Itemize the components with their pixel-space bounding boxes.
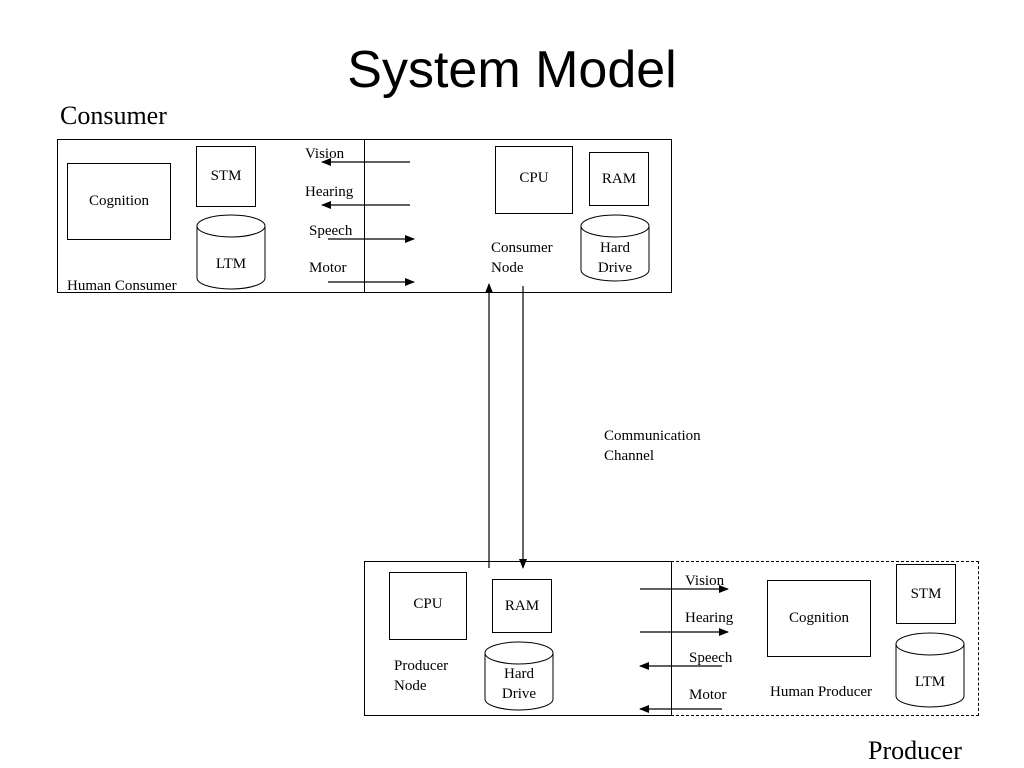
consumer-hard-drive-cylinder-shape xyxy=(580,214,650,282)
page-title: System Model xyxy=(347,41,677,99)
consumer-ltm-cylinder-shape xyxy=(196,214,266,290)
consumer-ltm-cylinder: LTM xyxy=(196,214,266,290)
producer-node-label-line2: Node xyxy=(394,678,427,694)
consumer-motor-label: Motor xyxy=(309,260,347,276)
consumer-section-label: Consumer xyxy=(60,101,167,130)
consumer-ram-box: RAM xyxy=(589,152,649,206)
consumer-stm-box: STM xyxy=(196,146,256,207)
producer-ltm-cylinder-shape xyxy=(895,632,965,708)
consumer-hearing-label: Hearing xyxy=(305,184,354,200)
producer-section-label: Producer xyxy=(868,736,962,765)
consumer-cpu-box: CPU xyxy=(495,146,573,214)
consumer-cognition-box: Cognition xyxy=(67,163,171,240)
consumer-hard-drive-label-line2: Drive xyxy=(597,260,633,276)
producer-speech-label: Speech xyxy=(689,650,733,666)
producer-vision-label: Vision xyxy=(685,573,725,589)
producer-hard-drive-label-line1: Hard xyxy=(504,666,534,682)
producer-cpu-box: CPU xyxy=(389,572,467,640)
producer-human-dashed-box xyxy=(671,561,979,716)
consumer-speech-label: Speech xyxy=(309,223,353,239)
producer-hard-drive-cylinder-shape xyxy=(484,641,554,711)
consumer-cpu-label: CPU xyxy=(519,169,549,186)
producer-ram-box: RAM xyxy=(492,579,552,633)
communication-channel-label-line2: Channel xyxy=(604,448,654,464)
producer-stm-box: STM xyxy=(896,564,956,624)
producer-hard-drive-cylinder: Hard Drive xyxy=(484,641,554,711)
producer-ltm-cylinder: LTM xyxy=(895,632,965,708)
producer-motor-label: Motor xyxy=(689,687,727,703)
consumer-node-label-line1: Consumer xyxy=(491,240,553,256)
consumer-vision-label: Vision xyxy=(305,146,345,162)
producer-ltm-label: LTM xyxy=(914,674,946,690)
producer-cpu-label: CPU xyxy=(413,595,443,612)
consumer-hard-drive-label-line1: Hard xyxy=(600,240,630,256)
human-consumer-label: Human Consumer xyxy=(67,278,177,294)
human-producer-label: Human Producer xyxy=(770,684,873,700)
consumer-divider-line xyxy=(364,139,365,293)
consumer-node-label-line2: Node xyxy=(491,260,524,276)
producer-cognition-box: Cognition xyxy=(767,580,871,657)
producer-hard-drive-label-line2: Drive xyxy=(501,686,537,702)
consumer-hard-drive-cylinder: Hard Drive xyxy=(580,214,650,282)
producer-hearing-label: Hearing xyxy=(685,610,734,626)
communication-channel-label-line1: Communication xyxy=(604,428,701,444)
consumer-ltm-label: LTM xyxy=(215,256,247,272)
producer-node-label-line1: Producer xyxy=(394,658,449,674)
